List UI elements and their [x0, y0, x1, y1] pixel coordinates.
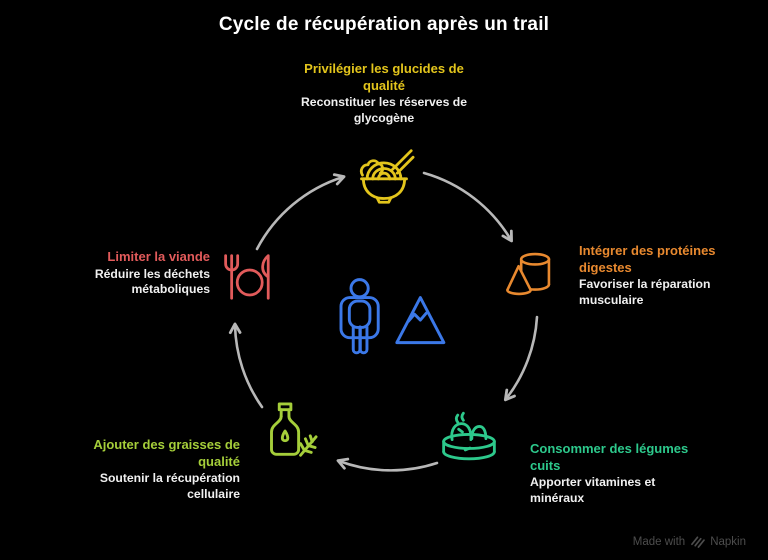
node-legumes-title: Consommer des légumes cuits [530, 441, 689, 473]
protein-cylinder-icon [503, 247, 555, 301]
oil-bottle-icon [256, 399, 318, 465]
node-proteines: Intégrer des protéines digestes Favorise… [579, 243, 729, 309]
arrow-top-to-right [422, 171, 513, 243]
watermark-prefix: Made with [632, 535, 686, 548]
hiker-mountain-icon [328, 276, 450, 372]
watermark: Made with Napkin [633, 535, 746, 548]
noodle-bowl-icon [352, 146, 416, 206]
node-viande-title: Limiter la viande [107, 249, 210, 264]
node-glucides-title: Privilégier les glucides de qualité [304, 61, 464, 93]
node-legumes-subtitle: Apporter vitamines et minéraux [530, 475, 656, 506]
steamer-basket-icon [438, 403, 500, 463]
cutlery-plate-icon [221, 249, 271, 303]
node-viande-subtitle: Réduire les déchets métaboliques [94, 266, 210, 297]
node-viande: Limiter la viande Réduire les déchets mé… [75, 249, 210, 298]
arrow-bottomleft-to-left [228, 322, 264, 409]
napkin-logo-icon [691, 536, 706, 548]
node-graisses-subtitle: Soutenir la récupération cellulaire [99, 471, 240, 502]
node-legumes: Consommer des légumes cuits Apporter vit… [530, 441, 705, 507]
page-title: Cycle de récupération après un trail [218, 14, 550, 35]
node-proteines-title: Intégrer des protéines digestes [579, 243, 716, 275]
arrow-left-to-top [255, 173, 346, 251]
node-glucides-subtitle: Reconstituer les réserves de glycogène [301, 95, 467, 126]
arrow-right-to-bottomright [503, 315, 539, 402]
node-proteines-subtitle: Favoriser la réparation musculaire [579, 277, 711, 308]
node-glucides: Privilégier les glucides de qualité Reco… [289, 61, 479, 127]
node-graisses: Ajouter des graisses de qualité Soutenir… [65, 437, 240, 503]
watermark-brand: Napkin [710, 535, 746, 548]
node-graisses-title: Ajouter des graisses de qualité [93, 437, 240, 469]
arrow-bottomright-to-bottomleft [336, 457, 439, 472]
